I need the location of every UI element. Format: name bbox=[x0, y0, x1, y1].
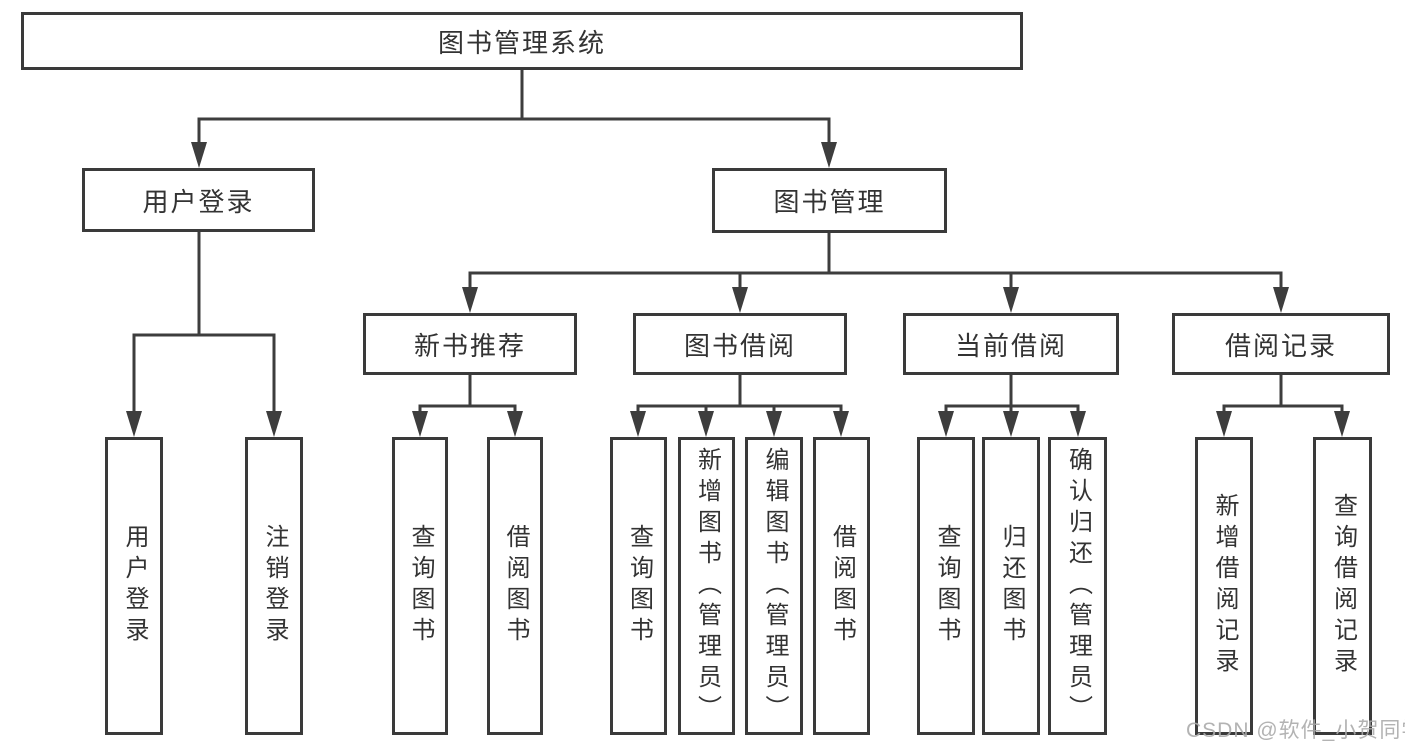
node-label: 借阅记录 bbox=[1224, 330, 1337, 361]
node-label: 归还图书 bbox=[998, 524, 1025, 648]
node-label: 编辑图书（管理员） bbox=[761, 446, 788, 726]
node-label: 当前借阅 bbox=[954, 330, 1067, 361]
leaf-add-borrow-record: 新增借阅记录 bbox=[1195, 437, 1253, 735]
node-label: 查询借阅记录 bbox=[1329, 493, 1357, 679]
leaf-logout: 注销登录 bbox=[245, 437, 303, 735]
node-label: 借阅图书 bbox=[828, 524, 856, 648]
node-label: 用户登录 bbox=[142, 186, 255, 217]
leaf-query-books-2: 查询图书 bbox=[610, 437, 667, 735]
node-user-login: 用户登录 bbox=[82, 168, 315, 232]
node-new-book-recommend: 新书推荐 bbox=[363, 313, 577, 375]
leaf-borrow-books-2: 借阅图书 bbox=[813, 437, 870, 735]
leaf-query-books-1: 查询图书 bbox=[392, 437, 448, 735]
node-label: 查询图书 bbox=[625, 524, 653, 648]
node-label: 查询图书 bbox=[933, 524, 960, 648]
node-label: 借阅图书 bbox=[502, 524, 529, 648]
node-book-borrow: 图书借阅 bbox=[633, 313, 847, 375]
node-current-borrow: 当前借阅 bbox=[903, 313, 1119, 375]
leaf-query-borrow-record: 查询借阅记录 bbox=[1313, 437, 1372, 735]
node-borrow-records: 借阅记录 bbox=[1172, 313, 1390, 375]
node-label: 新增借阅记录 bbox=[1211, 493, 1238, 679]
node-label: 查询图书 bbox=[407, 524, 434, 648]
node-book-management-system: 图书管理系统 bbox=[21, 12, 1023, 70]
node-label: 图书管理 bbox=[773, 187, 886, 217]
leaf-edit-book-admin: 编辑图书（管理员） bbox=[745, 437, 803, 735]
node-label: 新增图书（管理员） bbox=[693, 446, 721, 726]
leaf-add-book-admin: 新增图书（管理员） bbox=[678, 437, 735, 735]
leaf-return-books: 归还图书 bbox=[982, 437, 1040, 735]
leaf-confirm-return-admin: 确认归还（管理员） bbox=[1048, 437, 1107, 735]
node-label: 用户登录 bbox=[121, 524, 148, 648]
node-book-management: 图书管理 bbox=[712, 168, 947, 233]
leaf-user-login: 用户登录 bbox=[105, 437, 163, 735]
csdn-watermark: CSDN @软件_小贺同学 bbox=[1186, 719, 1405, 742]
node-label: 图书管理系统 bbox=[437, 27, 606, 58]
node-label: 新书推荐 bbox=[413, 330, 526, 361]
node-label: 注销登录 bbox=[261, 524, 288, 648]
node-label: 确认归还（管理员） bbox=[1064, 446, 1092, 726]
leaf-borrow-books-1: 借阅图书 bbox=[487, 437, 543, 735]
node-label: 图书借阅 bbox=[683, 330, 796, 361]
leaf-query-books-3: 查询图书 bbox=[917, 437, 975, 735]
